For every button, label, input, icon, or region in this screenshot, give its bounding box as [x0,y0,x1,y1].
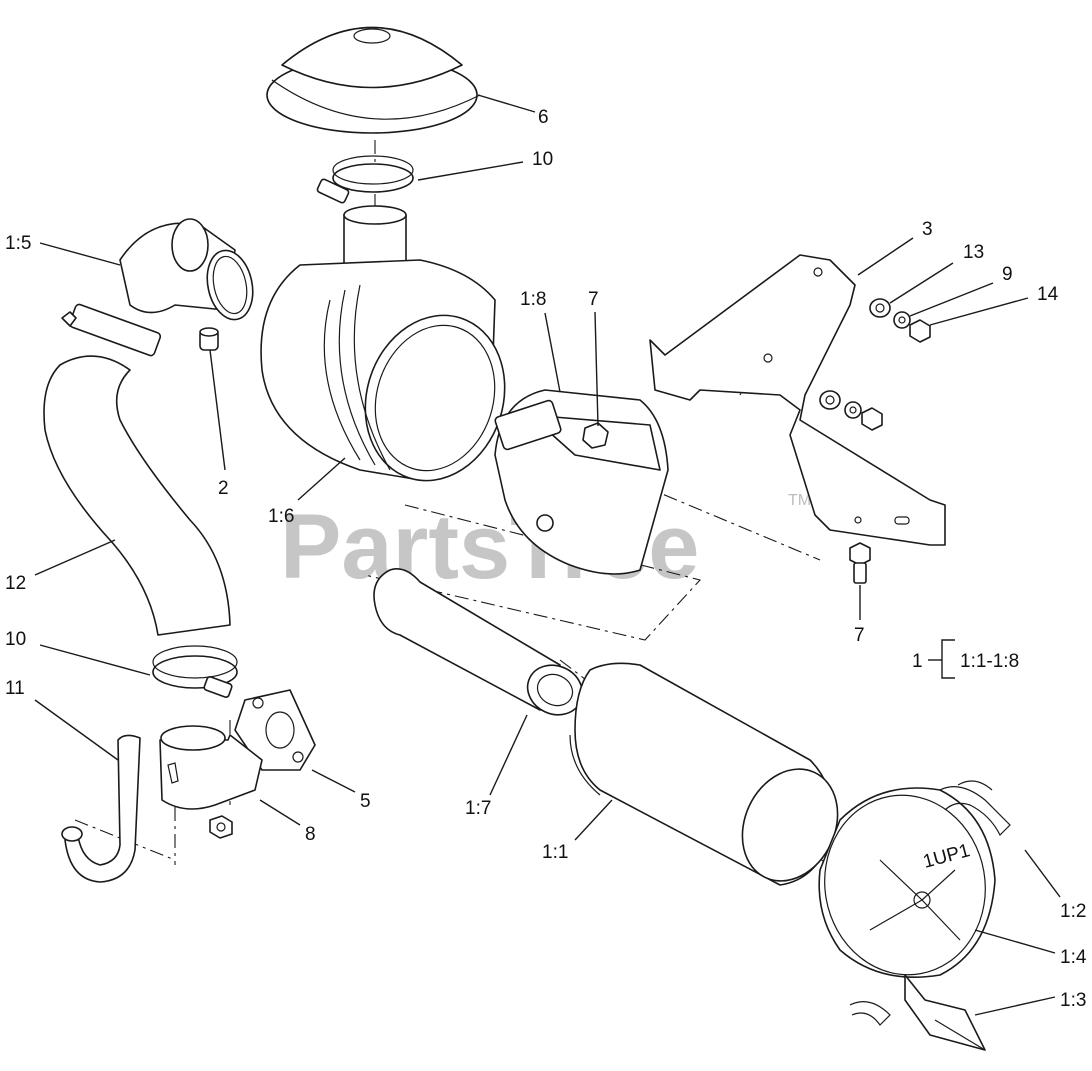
callout-3[interactable]: 3 [922,219,933,240]
air-cleaner-cover[interactable] [266,26,481,134]
group-legend-range: 1:1-1:8 [960,651,1019,672]
intake-adapter[interactable] [159,725,263,810]
formed-hose[interactable] [43,303,231,636]
callout-1-7[interactable]: 1:7 [465,798,491,819]
latch-clip[interactable] [849,780,1011,1026]
group-legend: 1 1:1-1:8 [912,639,1019,679]
plug[interactable] [199,327,219,351]
mounting-band[interactable] [494,389,669,575]
callout-12[interactable]: 12 [5,573,26,594]
callout-labels: 6 10 1:5 3 13 9 14 1:8 7 2 1:6 12 7 10 1… [5,107,1087,1011]
washer[interactable] [819,298,891,410]
callout-10-bottom[interactable]: 10 [5,629,26,650]
callout-5[interactable]: 5 [360,791,371,812]
watermark-trademark: TM [788,492,811,509]
callout-1-5[interactable]: 1:5 [5,233,31,254]
callout-14[interactable]: 14 [1037,284,1059,305]
callout-2[interactable]: 2 [218,478,229,499]
lock-washer[interactable] [844,311,911,419]
callout-1-4[interactable]: 1:4 [1060,947,1087,968]
air-cleaner-body[interactable] [260,205,526,499]
callout-1-8[interactable]: 1:8 [520,289,546,310]
drain-hose[interactable] [61,734,141,883]
callout-11[interactable]: 11 [5,678,25,699]
callout-10-top[interactable]: 10 [532,149,553,170]
callout-8[interactable]: 8 [305,824,316,845]
intake-elbow[interactable] [119,218,259,324]
end-cap[interactable]: 1UP1 [811,782,1000,987]
carriage-bolt-bottom[interactable] [849,542,871,584]
callout-13[interactable]: 13 [963,242,984,263]
safety-filter[interactable] [373,568,591,724]
callout-7-bottom[interactable]: 7 [854,625,865,646]
callout-1-1[interactable]: 1:1 [542,842,568,863]
hose-clamp-top[interactable] [316,155,414,204]
primary-filter[interactable] [569,662,855,896]
group-legend-number: 1 [912,651,923,672]
callout-1-6[interactable]: 1:6 [268,506,294,527]
mounting-bracket[interactable] [649,254,946,546]
callout-9[interactable]: 9 [1002,264,1013,285]
hex-nut[interactable] [861,319,931,431]
callout-1-3[interactable]: 1:3 [1060,990,1086,1011]
vacuator-valve[interactable] [904,974,986,1051]
hose-clamp-bottom[interactable] [152,645,238,698]
callout-6[interactable]: 6 [538,107,549,128]
callout-7-top[interactable]: 7 [588,289,599,310]
gasket[interactable] [234,689,316,771]
callout-1-2[interactable]: 1:2 [1060,901,1086,922]
flange-nut[interactable] [209,815,233,839]
leader-lines [34,94,1061,1016]
